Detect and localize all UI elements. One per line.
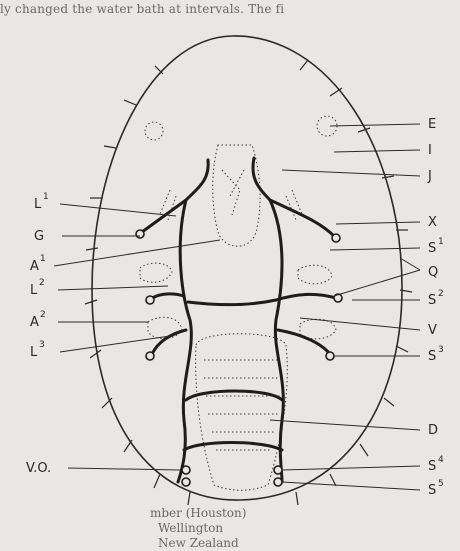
label-S1-sup: 1 — [438, 237, 444, 247]
label-A2-sup: 2 — [40, 310, 46, 320]
label-S1: S — [428, 241, 436, 256]
label-S5-sup: 5 — [438, 479, 444, 489]
tracheal-trunks — [142, 158, 336, 482]
label-D: D — [428, 423, 438, 438]
label-S3-sup: 3 — [438, 345, 444, 355]
label-S3: S — [428, 349, 436, 364]
label-S2-sup: 2 — [438, 289, 444, 299]
label-L2-sup: 2 — [39, 278, 45, 288]
label-A1: A — [30, 259, 39, 274]
label-Q: Q — [428, 265, 438, 280]
text-line: mber (Houston) — [150, 506, 246, 521]
text-line: New Zealand — [150, 536, 246, 551]
label-E: E — [428, 117, 436, 132]
label-L1-sup: 1 — [43, 192, 49, 202]
label-A2: A — [30, 315, 39, 330]
setae — [85, 60, 412, 505]
label-L2: L — [30, 283, 38, 298]
label-S2: S — [428, 293, 436, 308]
label-S5: S — [428, 483, 436, 498]
label-VO: V.O. — [26, 461, 51, 476]
labels-right: E I J X S 1 Q S 2 V S 3 D S 4 S 5 — [427, 117, 444, 498]
label-S4: S — [428, 459, 436, 474]
leader-lines — [54, 124, 420, 490]
label-L3-sup: 3 — [39, 340, 45, 350]
label-L3: L — [30, 345, 38, 360]
text-line: Wellington — [150, 521, 246, 536]
label-S4-sup: 4 — [438, 455, 444, 465]
label-A1-sup: 1 — [40, 254, 46, 264]
spiracles — [136, 230, 342, 486]
label-X: X — [428, 215, 437, 230]
label-J: J — [427, 169, 432, 184]
label-V: V — [428, 323, 437, 338]
labels-left: L 1 G A 1 L 2 A 2 L 3 V.O. — [26, 192, 51, 476]
label-L1: L — [34, 197, 42, 212]
label-G: G — [34, 229, 44, 244]
body-outline — [92, 36, 402, 500]
bottom-text-block: mber (Houston) Wellington New Zealand — [150, 506, 246, 551]
label-I: I — [428, 143, 432, 158]
